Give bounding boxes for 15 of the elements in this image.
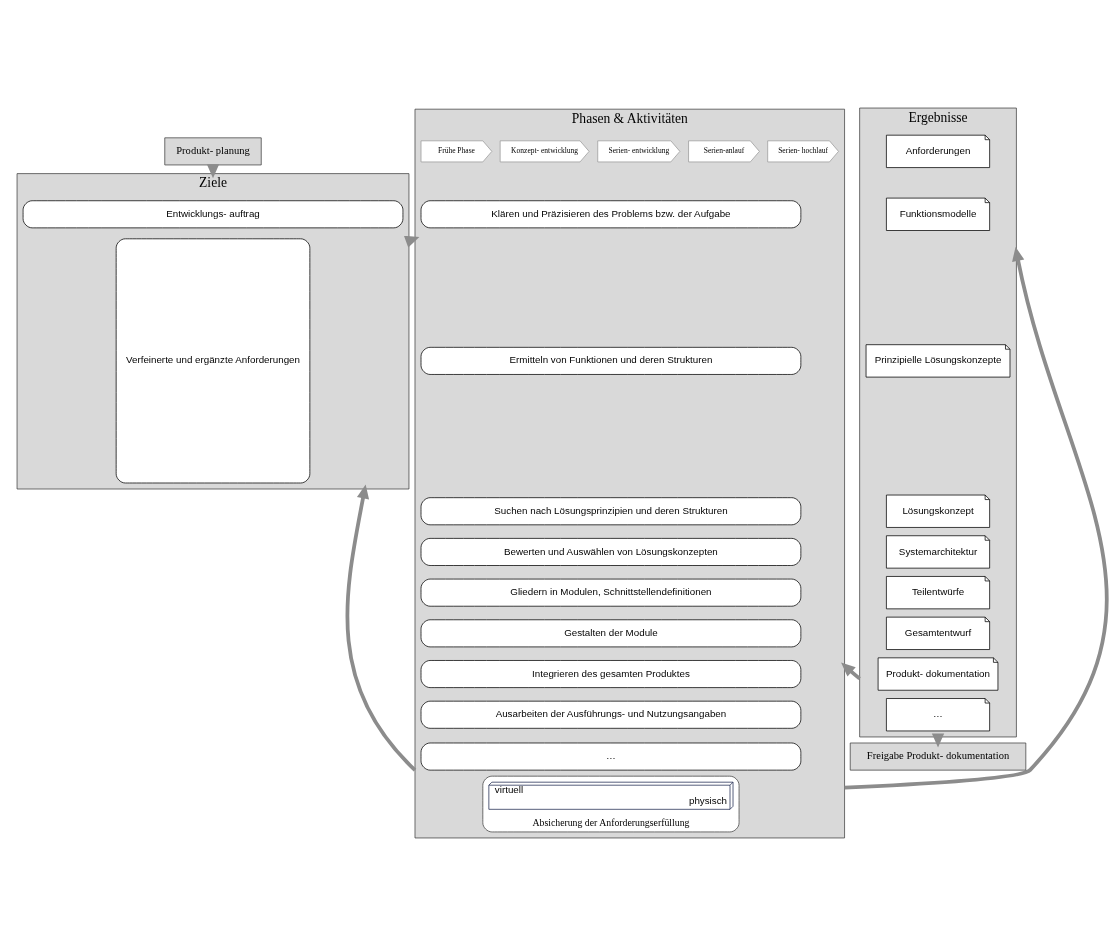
node-box: Integrieren des gesamten Produktes (420, 659, 802, 688)
arrow (345, 483, 417, 771)
node-box: Ermitteln von Funktionen und deren Strukturen (420, 346, 802, 375)
node-box: Klären und Präzisieren des Problems bzw. der Aufgabe (420, 199, 802, 228)
node-box: Suchen nach Lösungsprinzipien und deren Strukturen (420, 496, 802, 525)
node-box: Gliedern in Modulen, Schnittstellendefinitionen (420, 578, 802, 607)
node-box: Freigabe Produkt- dokumentation (849, 742, 1027, 770)
node-box: Entwicklungs- auftrag (22, 199, 404, 228)
node-box: … (420, 742, 802, 770)
node-box: Verfeinerte und ergänzte Anforderungen (115, 237, 311, 483)
node-box: Gestalten der Module (420, 618, 802, 647)
arrow (931, 732, 945, 747)
arrow (844, 246, 1109, 790)
node-box: Bewerten und Auswählen von Lösungskonzepten (420, 537, 802, 566)
node-box: Ausarbeiten der Ausführungs- und Nutzungsangaben (420, 700, 802, 729)
